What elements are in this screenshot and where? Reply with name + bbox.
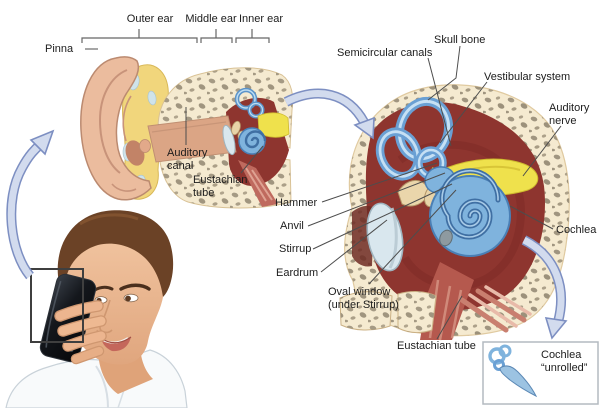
leader-lines <box>85 45 562 340</box>
small-ear-diagram <box>80 56 294 209</box>
cochlea-label: Cochlea <box>556 224 597 236</box>
pinna <box>80 56 152 201</box>
semicircular-canals-shape <box>375 96 454 181</box>
mouth <box>101 337 131 352</box>
skull-bone-label: Skull bone <box>434 34 486 46</box>
anvil-label: Anvil <box>280 220 304 232</box>
arrow-person-to-small-diagram <box>6 129 55 280</box>
oval-window-label: Oval window (under Stirrup) <box>328 286 399 311</box>
arrow-small-to-large-diagram <box>283 88 375 140</box>
hair <box>57 210 174 297</box>
large-ear-diagram <box>339 84 570 341</box>
eye-right <box>123 293 139 303</box>
vestibular-system-label: Vestibular system <box>484 71 571 83</box>
stirrup-label: Stirrup <box>279 243 312 255</box>
small-eardrum <box>222 124 236 156</box>
large-eardrum <box>366 202 404 272</box>
cochlea-unrolled-label: Cochlea “unrolled” <box>541 349 588 374</box>
auditory-canal-label: Auditory canal <box>167 147 208 172</box>
bone-ridge <box>339 291 437 333</box>
ear-zoom-box <box>30 268 84 343</box>
pinna-label: Pinna <box>45 43 74 55</box>
eustachian-tube-small-label: Eustachian tube <box>193 174 248 199</box>
eardrum-label: Eardrum <box>276 267 319 279</box>
nose <box>99 299 113 334</box>
semicircular-canals-label: Semicircular canals <box>337 47 433 59</box>
small-semicircular-canals <box>234 87 265 119</box>
small-auditory-canal <box>147 115 237 163</box>
small-nerve <box>257 112 290 138</box>
shirt <box>5 349 188 408</box>
middle-ear-label: Middle ear <box>185 13 237 25</box>
auditory-nerve-label: Auditory nerve <box>549 102 590 127</box>
unrolled-cochlea-shape <box>488 344 538 398</box>
arrow-cochlea-to-inset <box>521 235 568 340</box>
region-brackets <box>81 29 270 43</box>
cochlea-unrolled-inset <box>482 341 599 405</box>
eyebrow-right <box>119 283 151 291</box>
eustachian-tube-large-label: Eustachian tube <box>397 340 476 352</box>
outer-ear-label: Outer ear <box>126 13 174 25</box>
hammer-label: Hammer <box>275 197 318 209</box>
inner-ear-label: Inner ear <box>238 13 284 25</box>
person-on-phone <box>5 210 188 408</box>
muscle-stripes <box>459 285 532 333</box>
